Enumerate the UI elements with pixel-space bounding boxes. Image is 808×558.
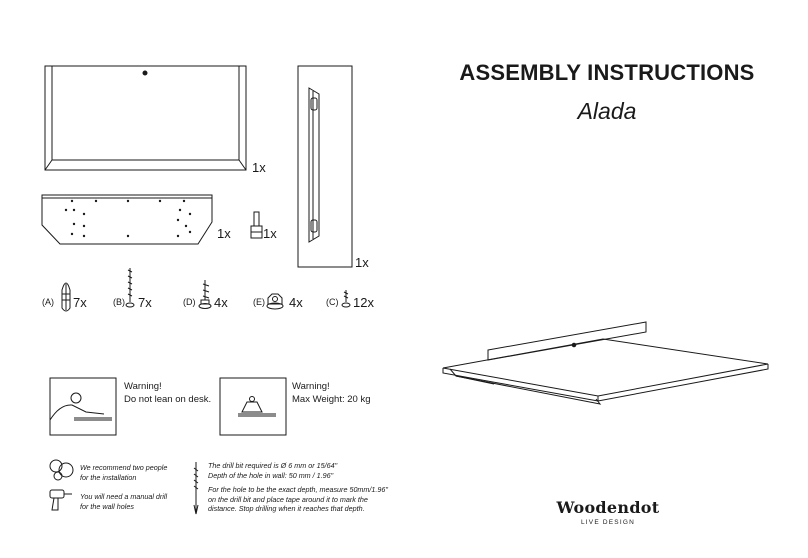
drill-note-line1: You will need a manual drill (80, 492, 168, 501)
weight-warning-text: Max Weight: 20 kg (292, 394, 371, 405)
brand-name: Woodendot (556, 498, 660, 517)
knob-drawing (250, 211, 263, 239)
max-weight-icon (219, 377, 287, 436)
screw-c-drawing (341, 290, 351, 308)
drill-bit-note: The drill bit required is Ø 6 mm or 15/6… (208, 461, 337, 480)
lean-warning-heading: Warning! (124, 381, 162, 392)
top-panel-drawing (44, 65, 247, 171)
drill-bit-icon (193, 462, 199, 515)
hardware-c-qty: 12x (353, 295, 374, 310)
nut-e-drawing (266, 293, 284, 310)
two-people-note-line1: We recommend two people (80, 463, 168, 472)
hardware-b-qty: 7x (138, 295, 152, 310)
depth-note-line1: For the hole to be the exact depth, meas… (208, 485, 388, 494)
rail-qty: 1x (355, 255, 369, 270)
hardware-d-letter: (D) (183, 297, 196, 307)
depth-note-line3: distance. Stop drilling when it reaches … (208, 504, 365, 514)
hardware-a-qty: 7x (73, 295, 87, 310)
lean-warning-text: Do not lean on desk. (124, 394, 212, 405)
hardware-e-letter: (E) (253, 297, 265, 307)
product-name: Alada (577, 98, 637, 124)
drill-note-line2: for the wall holes (80, 501, 134, 511)
support-bracket-qty: 1x (217, 226, 231, 241)
brand-tagline: LIVE DESIGN (580, 519, 636, 526)
hardware-e-qty: 4x (289, 295, 303, 310)
manual-drill-icon (49, 489, 72, 511)
rail-drawing (297, 65, 353, 268)
two-people-icon (49, 459, 74, 481)
screw-d-drawing (198, 280, 212, 309)
hardware-a-letter: (A) (42, 297, 54, 307)
knob-qty: 1x (263, 226, 277, 241)
hardware-c-letter: (C) (326, 297, 339, 307)
weight-warning: Warning! Max Weight: 20 kg (292, 380, 371, 406)
drill-bit-note-line1: The drill bit required is Ø 6 mm or 15/6… (208, 461, 338, 470)
drill-note: You will need a manual drill for the wal… (80, 492, 167, 511)
drill-bit-note-line2: Depth of the hole in wall: 50 mm / 1.96" (208, 470, 334, 480)
depth-note: For the hole to be the exact depth, meas… (208, 485, 388, 514)
hardware-b-letter: (B) (113, 297, 125, 307)
hardware-d-qty: 4x (214, 295, 228, 310)
lean-warning-icon (49, 377, 117, 436)
anchor-a-drawing (61, 282, 71, 312)
lean-warning: Warning! Do not lean on desk. (124, 380, 211, 406)
support-bracket-drawing (41, 194, 213, 245)
top-panel-qty: 1x (252, 160, 266, 175)
two-people-note: We recommend two people for the installa… (80, 463, 167, 482)
two-people-note-line2: for the installation (80, 472, 137, 482)
depth-note-line2: on the drill bit and place tape around i… (208, 494, 368, 504)
page-title: ASSEMBLY INSTRUCTIONS (459, 60, 755, 85)
screw-b-drawing (125, 268, 135, 308)
weight-warning-heading: Warning! (292, 381, 330, 392)
assembled-desk-drawing (442, 321, 769, 405)
